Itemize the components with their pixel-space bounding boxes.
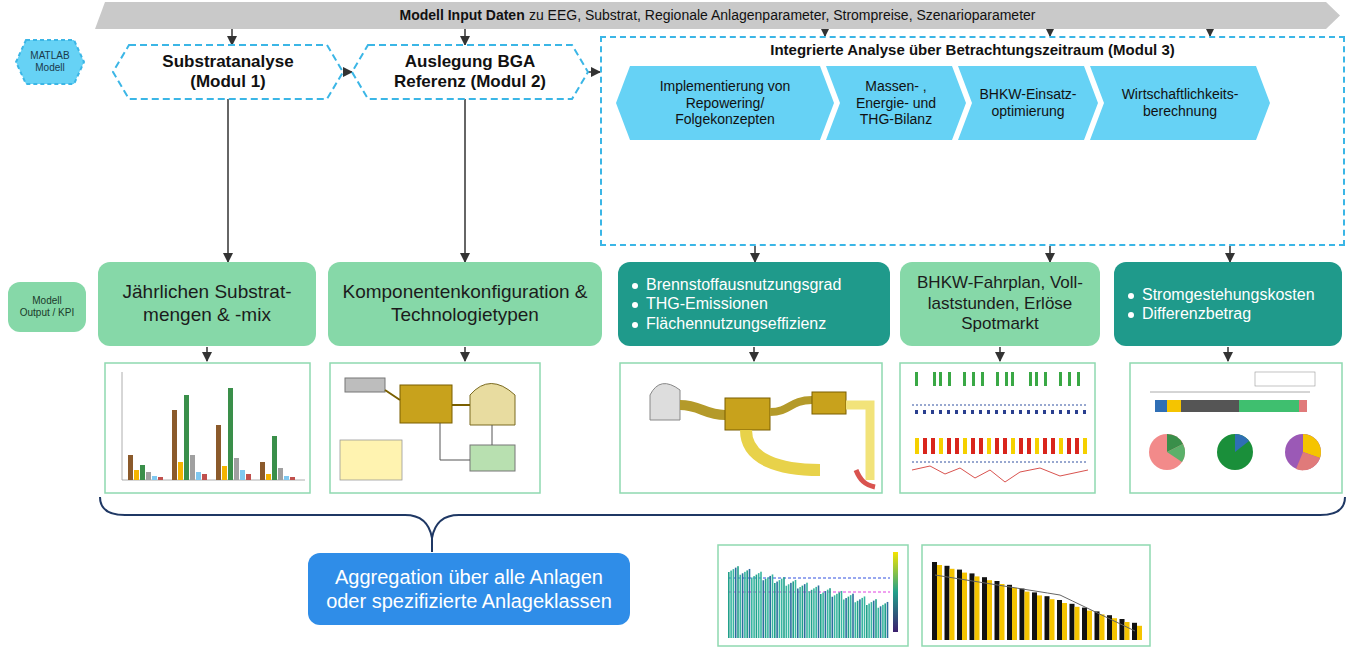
cost-curve-chart (728, 552, 898, 638)
process-chevron: Massen- , Energie- und THG-Bilanz (826, 66, 966, 140)
flow-arrow (824, 29, 826, 36)
grouping-bracket (100, 497, 1345, 538)
node-label: Komponentenkonfiguration & Technologiety… (338, 281, 592, 327)
plant-schematic (340, 378, 515, 480)
node-label: Massen- , Energie- und THG-Bilanz (848, 78, 944, 128)
kpi-text: Flächennutzungseffizienz (646, 314, 826, 333)
output-tag: Modell Output / KPI (8, 282, 86, 332)
output-box: Jährlichen Substrat- mengen & -mix (98, 262, 316, 346)
module-group: Integrierte Analyse über Betrachtungszei… (600, 36, 1345, 246)
model-tag: MATLAB Modell (16, 40, 84, 84)
process-chevron: BHKW-Einsatz- optimierung (958, 66, 1098, 140)
kpi-item: Flächennutzungseffizienz (632, 314, 826, 333)
capacity-bar-chart (932, 562, 1142, 640)
aggregate-chart-frame (718, 545, 908, 646)
flow-arrow (227, 99, 229, 262)
bullet-dot (632, 302, 638, 308)
chp-schedule-chart (912, 372, 1088, 482)
module-hexagon: Auslegung BGA Referenz (Modul 2) (352, 45, 588, 99)
node-label: Aggregation über alle Anlagen oder spezi… (318, 565, 620, 613)
bullet-dot (1128, 312, 1134, 318)
banner-text: zu EEG, Substrat, Regionale Anlagenparam… (529, 7, 1036, 24)
flow-arrow (1049, 246, 1051, 262)
flow-arrow (343, 71, 352, 73)
node-label: Modell Output / KPI (18, 295, 76, 319)
kpi-box: StromgestehungskostenDifferenzbetrag (1114, 262, 1342, 346)
node-label: Wirtschaftlichkeits- berechnung (1110, 86, 1250, 120)
bullet-dot (1128, 293, 1134, 299)
kpi-text: Brennstoffausnutzungsgrad (646, 275, 841, 294)
energy-flow-sketch (650, 384, 875, 487)
node-label: Integrierte Analyse über Betrachtungszei… (770, 41, 1175, 59)
kpi-text: THG-Emissionen (646, 294, 768, 313)
flow-arrow (464, 99, 466, 262)
kpi-text: Differenzbetrag (1142, 304, 1251, 323)
kpi-item: Stromgestehungskosten (1128, 285, 1315, 304)
flow-arrow (231, 29, 233, 45)
kpi-item: THG-Emissionen (632, 294, 768, 313)
output-box: BHKW-Fahrplan, Voll- laststunden, Erlöse… (900, 262, 1100, 346)
flow-arrow (1229, 246, 1231, 262)
kpi-item: Brennstoffausnutzungsgrad (632, 275, 841, 294)
thumbnail-frames (105, 363, 1342, 493)
node-label: Jährlichen Substrat- mengen & -mix (108, 281, 306, 327)
kpi-box: BrennstoffausnutzungsgradTHG-EmissionenF… (618, 262, 890, 346)
cost-bar-and-pies (1149, 372, 1321, 470)
input-banner: Modell Input Daten zu EEG, Substrat, Regi… (95, 2, 1340, 29)
leader-arrows (207, 347, 1228, 361)
flow-arrow (1209, 29, 1211, 36)
flow-arrow (464, 29, 466, 45)
process-chevron: Wirtschaftlichkeits- berechnung (1090, 66, 1270, 140)
banner-text: Modell Input Daten (399, 7, 524, 24)
process-chevron: Implementierung von Repowering/ Folgekon… (616, 66, 834, 140)
node-label: Implementierung von Repowering/ Folgekon… (640, 78, 810, 128)
node-label: BHKW-Fahrplan, Voll- laststunden, Erlöse… (910, 273, 1090, 334)
bullet-dot (632, 322, 638, 328)
kpi-text: Stromgestehungskosten (1142, 285, 1315, 304)
flow-arrow (1049, 29, 1051, 36)
flow-arrow (588, 71, 600, 73)
node-label: MATLAB Modell (30, 50, 69, 74)
node-label: Auslegung BGA Referenz (Modul 2) (374, 52, 566, 93)
aggregate-chart-frame (922, 545, 1150, 646)
node-label: BHKW-Einsatz- optimierung (976, 86, 1080, 120)
module-hexagon: Substratanalyse (Modul 1) (113, 45, 343, 99)
bullet-dot (632, 283, 638, 289)
flow-arrow (754, 246, 756, 262)
output-box: Komponentenkonfiguration & Technologiety… (328, 262, 602, 346)
bracket-leader (431, 538, 433, 552)
node-label: Substratanalyse (Modul 1) (135, 52, 321, 93)
aggregation-box: Aggregation über alle Anlagen oder spezi… (308, 553, 630, 625)
substrate-bar-chart (122, 372, 305, 480)
kpi-item: Differenzbetrag (1128, 304, 1251, 323)
